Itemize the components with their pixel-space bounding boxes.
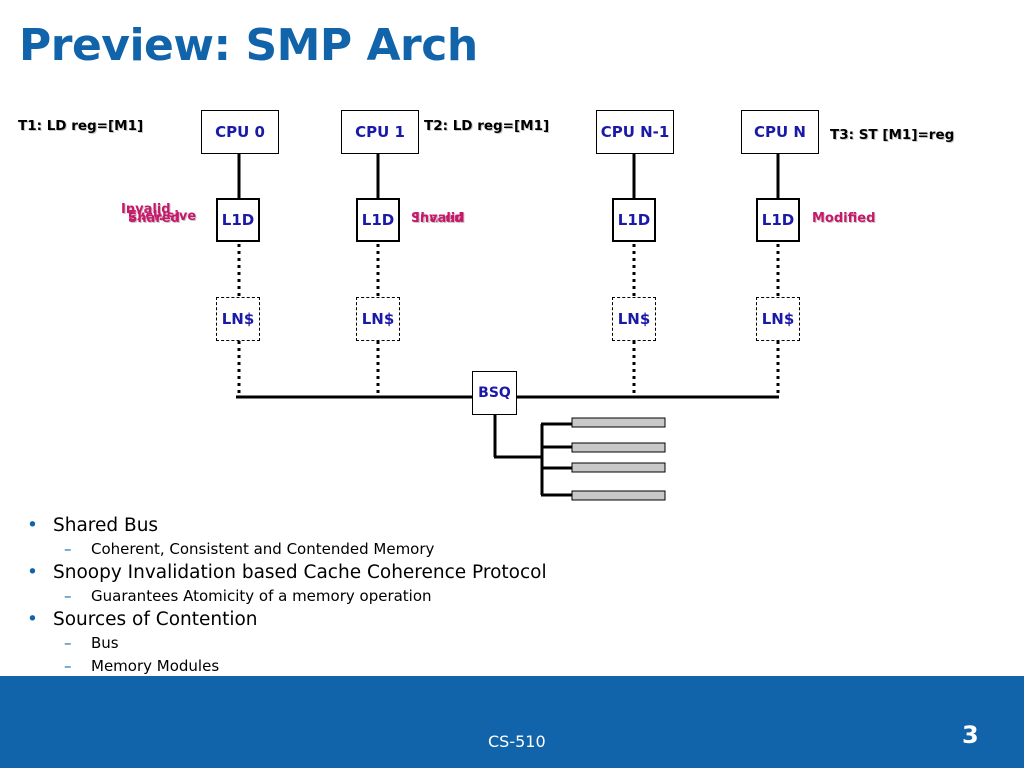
memory-modules [571, 417, 666, 501]
course-label: CS-510 [488, 732, 546, 751]
bullet-item: Sources of Contention [27, 608, 547, 632]
l1d-cache-0: L1D [216, 198, 260, 242]
cpu-box-n-1: CPU N-1 [596, 110, 674, 154]
l1d-cache-n: L1D [756, 198, 800, 242]
bsq-box: BSQ [472, 371, 517, 415]
ln-cache-1: LN$ [356, 297, 400, 341]
ln-cache-n-1: LN$ [612, 297, 656, 341]
slide-number: 3 [962, 721, 979, 749]
memory-module [571, 417, 666, 428]
cpu-box-1: CPU 1 [341, 110, 419, 154]
cpu-box-n: CPU N [741, 110, 819, 154]
sub-bullet-item: Guarantees Atomicity of a memory operati… [27, 585, 547, 608]
l1d-cache-1: L1D [356, 198, 400, 242]
cache-state-label: Shared [411, 211, 463, 226]
thread-label-t3: T3: ST [M1]=reg [830, 127, 955, 143]
cpu-box-0: CPU 0 [201, 110, 279, 154]
cache-state-label: Exclusive [128, 209, 197, 224]
memory-module [571, 462, 666, 473]
sub-bullet-item: Bus [27, 632, 547, 655]
cache-state-label: Modified [812, 211, 876, 226]
l1d-ln-links [237, 244, 780, 297]
l1d-cache-n-1: L1D [612, 198, 656, 242]
memory-tree [493, 415, 572, 497]
slide-title: Preview: SMP Arch [19, 20, 478, 71]
sub-bullet-item: Coherent, Consistent and Contended Memor… [27, 538, 547, 561]
cache-state-label: Invalid [121, 202, 171, 217]
ln-cache-n: LN$ [756, 297, 800, 341]
cache-state-label: Shared [128, 211, 180, 226]
cpu-l1d-links [237, 154, 780, 198]
memory-module [571, 490, 666, 501]
thread-label-t1: T1: LD reg=[M1] [18, 118, 144, 134]
memory-module [571, 442, 666, 453]
bullet-list: Shared Bus Coherent, Consistent and Cont… [27, 514, 547, 678]
bullet-item: Snoopy Invalidation based Cache Coherenc… [27, 561, 547, 585]
thread-label-t2: T2: LD reg=[M1] [424, 118, 550, 134]
sub-bullet-item: Memory Modules [27, 655, 547, 678]
footer-bar [0, 676, 1024, 768]
bus-diagram [236, 154, 780, 501]
cache-state-label: Invalid [415, 211, 465, 226]
bullet-item: Shared Bus [27, 514, 547, 538]
ln-bus-links [237, 341, 780, 395]
ln-cache-0: LN$ [216, 297, 260, 341]
